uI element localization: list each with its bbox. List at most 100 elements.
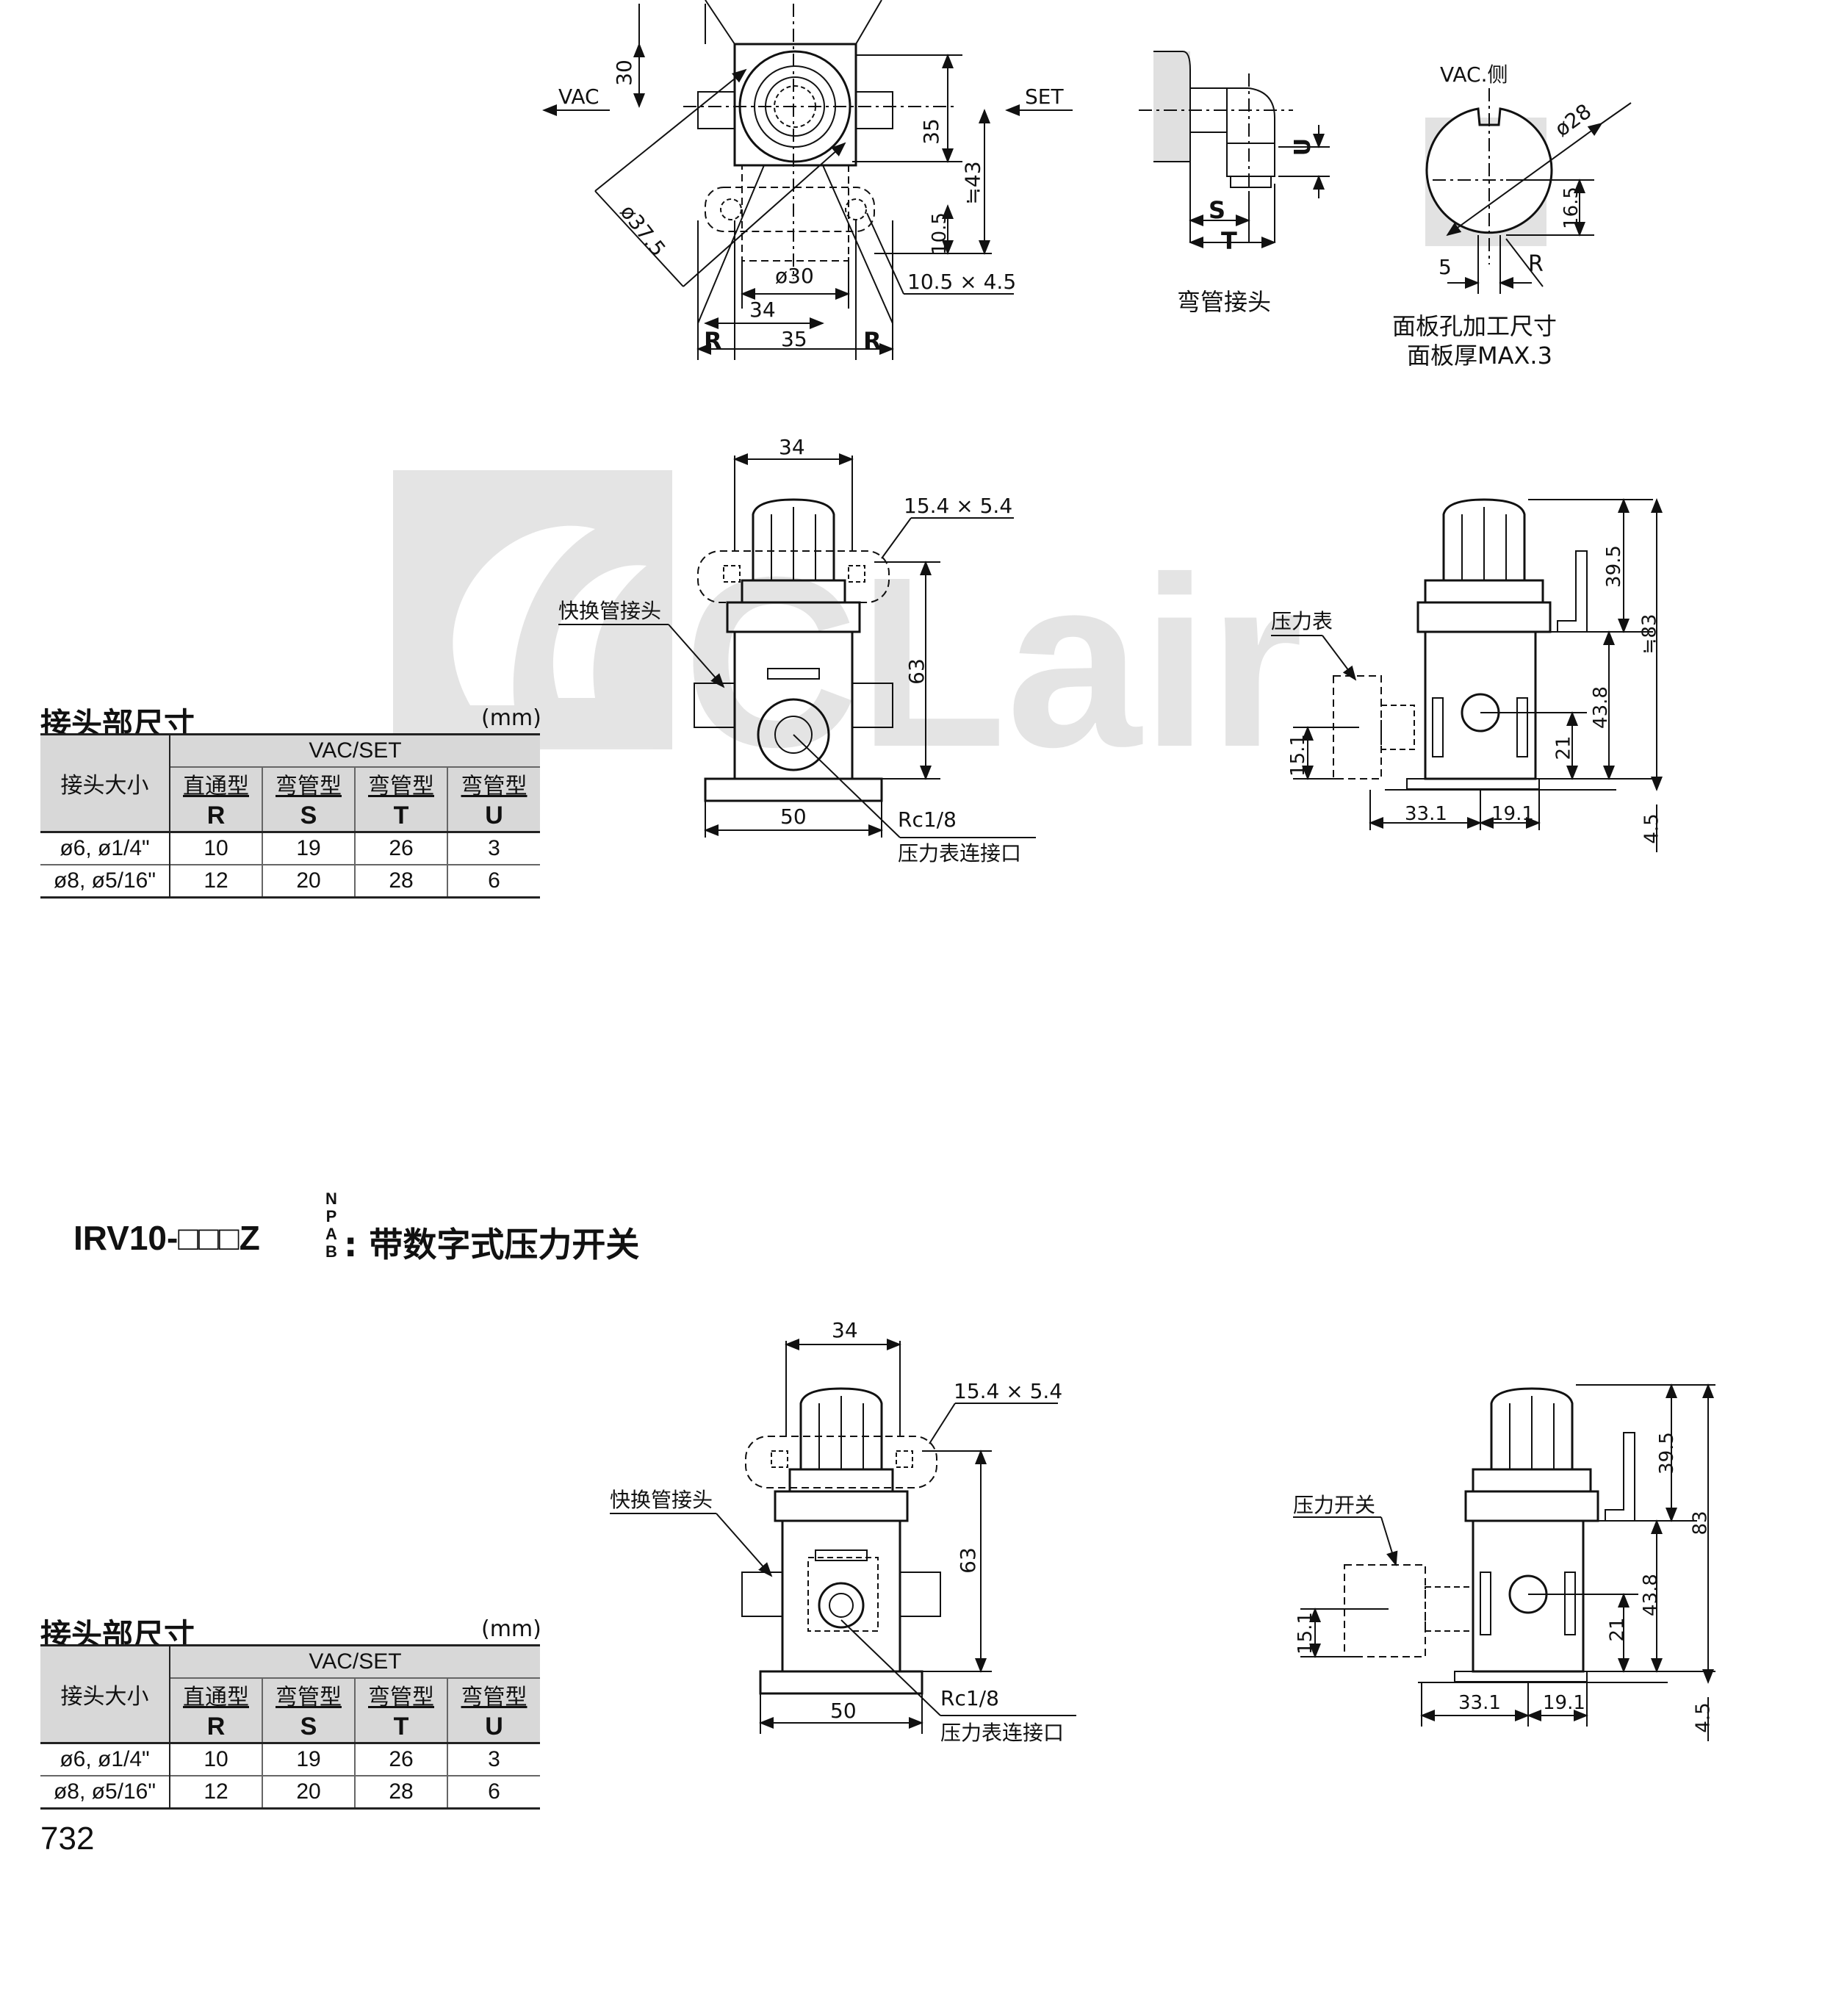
col-header-r: R xyxy=(170,800,263,832)
table1-fitting-dimensions: 接头大小 VAC/SET 直通型 弯管型 弯管型 弯管型 R S T U ø6,… xyxy=(40,733,540,899)
elbow-u-label: U xyxy=(1290,137,1317,156)
suffix-p: P xyxy=(325,1207,337,1225)
dim-34-label: 34 xyxy=(749,298,776,322)
cell: 26 xyxy=(355,1743,448,1776)
dim-10-5-label: 10.5 xyxy=(928,212,951,255)
dim-35-label: 35 xyxy=(781,327,807,351)
s2-dim-15-1-label: 15.1 xyxy=(1294,1612,1317,1655)
col-header-s: S xyxy=(262,1711,356,1743)
v1-dim-34-label: 34 xyxy=(779,435,805,459)
cell: 19 xyxy=(262,832,356,865)
col-header-r: R xyxy=(170,1711,263,1743)
s1-dim-39-5-label: 39.5 xyxy=(1602,545,1625,588)
v2-dim-50-label: 50 xyxy=(830,1699,857,1723)
set-label: SET xyxy=(1025,84,1064,109)
type-header: 弯管型 xyxy=(447,767,540,800)
table-row: ø8, ø5/16" 12 20 28 6 xyxy=(40,865,540,899)
dim-r-right-label: R xyxy=(863,327,882,355)
table-row: ø6, ø1/4" 10 19 26 3 xyxy=(40,1743,540,1776)
cell: 6 xyxy=(447,1776,540,1810)
panel-r-label: R xyxy=(1528,251,1544,277)
s1-dim-43-8-label: 43.8 xyxy=(1589,686,1612,729)
cell: 28 xyxy=(355,1776,448,1810)
front-view-2-drawing xyxy=(610,1339,1076,1734)
v1-dim-50-label: 50 xyxy=(780,804,807,829)
size-header: 接头大小 xyxy=(40,1644,170,1743)
vac-label: VAC xyxy=(558,84,599,109)
col-header-t: T xyxy=(355,800,448,832)
pressure-switch-label: 压力开关 xyxy=(1293,1493,1376,1517)
v1-dim-63-label: 63 xyxy=(904,658,929,685)
v2-gauge-port-label: 压力表连接口 xyxy=(940,1721,1065,1745)
cell: 28 xyxy=(355,865,448,899)
model-code: IRV10-□□□Z xyxy=(73,1219,260,1257)
page-number: 732 xyxy=(40,1821,95,1857)
v2-dim-34-label: 34 xyxy=(832,1318,858,1342)
panel-16-5-label: 16.5 xyxy=(1560,187,1582,229)
type-header: 弯管型 xyxy=(262,1678,356,1711)
dim-d30-label: ø30 xyxy=(775,264,814,288)
table-row: ø6, ø1/4" 10 19 26 3 xyxy=(40,832,540,865)
table2-unit: (mm) xyxy=(481,1616,541,1642)
panel-caption-1: 面板孔加工尺寸 xyxy=(1392,312,1558,340)
row-size: ø6, ø1/4" xyxy=(40,832,170,865)
cell: 10 xyxy=(170,832,263,865)
s2-dim-21-label: 21 xyxy=(1606,1617,1629,1642)
type-header: 直通型 xyxy=(170,767,263,800)
side-view-1-drawing xyxy=(1271,498,1663,852)
elbow-s-label: S xyxy=(1209,196,1226,224)
elbow-fitting-drawing xyxy=(1139,51,1330,248)
v1-slot-label: 15.4 × 5.4 xyxy=(904,494,1013,518)
col-header-s: S xyxy=(262,800,356,832)
table2-fitting-dimensions: 接头大小 VAC/SET 直通型 弯管型 弯管型 弯管型 R S T U ø6,… xyxy=(40,1644,540,1810)
dim-30-label: 30 xyxy=(611,60,636,86)
s1-dim-19-1-label: 19.1 xyxy=(1491,803,1534,825)
vac-side-label: VAC.侧 xyxy=(1440,62,1508,87)
v2-fitting-label: 快换管接头 xyxy=(610,1488,713,1512)
cell: 10 xyxy=(170,1743,263,1776)
s2-dim-43-8-label: 43.8 xyxy=(1639,1574,1662,1616)
front-view-1-drawing xyxy=(558,453,1036,838)
top-view-drawing xyxy=(542,0,1073,360)
col-header-t: T xyxy=(355,1711,448,1743)
cell: 19 xyxy=(262,1743,356,1776)
s2-dim-83-label: 83 xyxy=(1689,1511,1712,1536)
panel-cutout-drawing xyxy=(1425,88,1632,294)
dim-r-left-label: R xyxy=(704,327,722,355)
s1-dim-83-label: ≒83 xyxy=(1638,613,1661,655)
type-header: 弯管型 xyxy=(355,1678,448,1711)
suffix-n: N xyxy=(325,1189,337,1208)
cell: 12 xyxy=(170,865,263,899)
type-header: 弯管型 xyxy=(355,767,448,800)
svg-text:CLair: CLair xyxy=(683,526,1303,797)
s1-dim-33-1-label: 33.1 xyxy=(1405,803,1447,825)
s2-dim-33-1-label: 33.1 xyxy=(1458,1692,1501,1714)
cell: 3 xyxy=(488,836,500,860)
type-header: 弯管型 xyxy=(262,767,356,800)
s2-dim-39-5-label: 39.5 xyxy=(1655,1432,1678,1475)
table-row: ø8, ø5/16" 12 20 28 6 xyxy=(40,1776,540,1810)
row-size: ø8, ø5/16" xyxy=(40,1776,170,1810)
v1-rc-label: Rc1/8 xyxy=(898,807,957,832)
product-description: : 带数字式压力开关 xyxy=(344,1225,640,1264)
gauge-label: 压力表 xyxy=(1271,609,1333,633)
v1-fitting-label: 快换管接头 xyxy=(558,599,662,623)
elbow-t-label: T xyxy=(1221,227,1237,255)
cell: 20 xyxy=(262,865,356,899)
s1-dim-15-1-label: 15.1 xyxy=(1286,734,1309,777)
table1-unit: (mm) xyxy=(481,705,541,731)
group-header: VAC/SET xyxy=(170,733,540,768)
suffix-b: B xyxy=(325,1242,337,1261)
v2-slot-label: 15.4 × 5.4 xyxy=(954,1379,1063,1403)
cell: 3 xyxy=(488,1747,500,1771)
row-size: ø6, ø1/4" xyxy=(40,1743,170,1776)
cell: 20 xyxy=(262,1776,356,1810)
group-header: VAC/SET xyxy=(170,1644,540,1679)
product-title: IRV10-□□□Z xyxy=(73,1218,260,1258)
elbow-caption: 弯管接头 xyxy=(1177,288,1272,316)
panel-5-label: 5 xyxy=(1438,255,1452,279)
size-header: 接头大小 xyxy=(40,733,170,832)
side-view-2-drawing xyxy=(1293,1383,1715,1741)
v2-dim-63-label: 63 xyxy=(955,1547,980,1574)
s2-dim-4-5-label: 4.5 xyxy=(1692,1702,1715,1733)
